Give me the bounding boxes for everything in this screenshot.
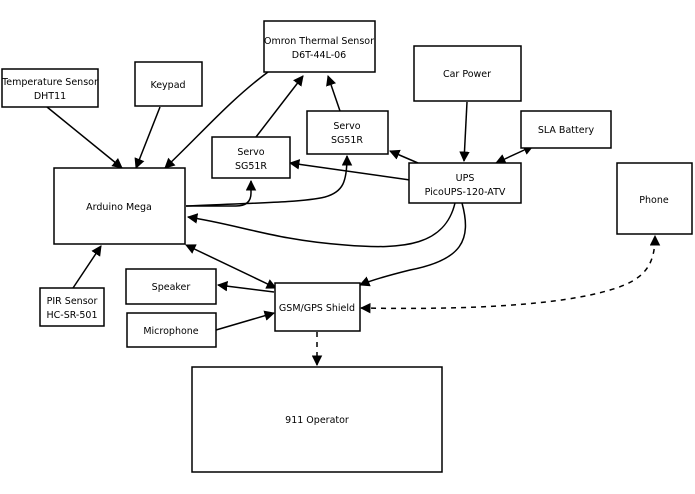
node-phone-title: Phone (639, 195, 669, 206)
node-servo-right-title: Servo (333, 121, 360, 132)
node-servo-left-title: Servo (237, 147, 264, 158)
edge-gsm-gps-to-speaker (216, 280, 275, 293)
node-thermal-sensor: Omron Thermal Sensor D6T-44L-06 (263, 20, 376, 73)
node-microphone-title: Microphone (143, 326, 198, 337)
node-speaker: Speaker (125, 268, 217, 305)
edge-car-power-to-ups (459, 101, 470, 163)
edge-arduino-to-servo-right (185, 154, 353, 207)
node-gsm-gps-shield-title: GSM/GPS Shield (279, 303, 355, 314)
edge-keypad-to-arduino (134, 106, 161, 169)
node-car-power: Car Power (413, 45, 522, 102)
edge-ups-to-servo-right (389, 149, 419, 164)
edge-ups-to-arduino (186, 202, 456, 248)
edge-temp-sensor-to-arduino (46, 106, 123, 169)
node-pir-sensor: PIR Sensor HC-SR-501 (39, 287, 105, 327)
node-temperature-sensor-model: DHT11 (34, 91, 66, 102)
edge-gsm-gps-phone (359, 234, 661, 314)
edge-ups-to-servo-left (288, 159, 411, 181)
node-speaker-title: Speaker (152, 282, 191, 293)
edge-thermal-sensor-to-arduino (164, 71, 269, 169)
node-phone: Phone (616, 162, 693, 235)
node-ups-title: UPS (456, 173, 475, 184)
node-servo-left: Servo SG51R (211, 136, 291, 179)
edge-arduino-gsm-gps (185, 244, 277, 289)
node-ups-model: PicoUPS-120-ATV (425, 187, 506, 198)
node-911-operator-title: 911 Operator (285, 415, 349, 426)
node-servo-right-model: SG51R (331, 135, 363, 146)
edge-arduino-to-servo-left (186, 179, 257, 207)
node-servo-right: Servo SG51R (306, 110, 389, 155)
node-arduino-mega-title: Arduino Mega (86, 202, 152, 213)
node-keypad-title: Keypad (150, 80, 185, 91)
edge-ups-sla-battery (495, 145, 534, 164)
node-911-operator: 911 Operator (191, 366, 443, 473)
node-car-power-title: Car Power (443, 69, 491, 80)
edge-microphone-to-gsm-gps (215, 310, 276, 331)
edge-servo-left-to-thermal-sensor (255, 75, 304, 138)
node-thermal-sensor-title: Omron Thermal Sensor (264, 36, 374, 47)
node-ups: UPS PicoUPS-120-ATV (408, 162, 522, 204)
node-microphone: Microphone (126, 312, 217, 348)
edges (46, 71, 661, 367)
node-thermal-sensor-model: D6T-44L-06 (292, 50, 346, 61)
node-temperature-sensor-title: Temperature Sensor (1, 77, 98, 88)
node-sla-battery-title: SLA Battery (538, 125, 595, 136)
node-keypad: Keypad (134, 61, 203, 107)
node-gsm-gps-shield: GSM/GPS Shield (274, 282, 361, 332)
edge-servo-right-to-thermal-sensor (326, 75, 341, 112)
edge-pir-sensor-to-arduino (72, 245, 102, 289)
node-sla-battery: SLA Battery (520, 110, 612, 149)
node-arduino-mega: Arduino Mega (53, 167, 186, 245)
node-pir-sensor-model: HC-SR-501 (46, 310, 97, 321)
node-temperature-sensor: Temperature Sensor DHT11 (1, 68, 99, 108)
node-pir-sensor-title: PIR Sensor (47, 296, 98, 307)
node-servo-left-model: SG51R (235, 161, 267, 172)
